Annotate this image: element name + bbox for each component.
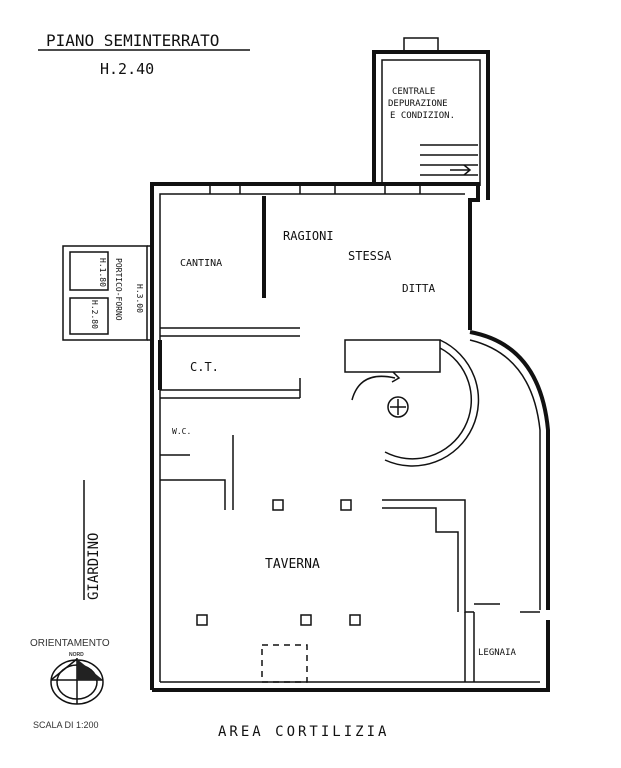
label-area-cortilizia: AREA CORTILIZIA xyxy=(218,724,389,740)
room-ct: C.T. xyxy=(190,360,219,374)
north-label: NORD xyxy=(69,652,84,658)
orientation-legend: ORIENTAMENTO NORD SCALA DI 1:200 xyxy=(30,638,110,730)
spiral-stair xyxy=(344,339,480,467)
label-giardino: GIARDINO xyxy=(86,533,102,600)
scale-label: SCALA DI 1:200 xyxy=(33,720,99,730)
portico-h300: H.3.00 xyxy=(135,284,144,313)
plant-label-2: DEPURAZIONE xyxy=(388,99,448,109)
pillars xyxy=(196,499,361,683)
plan-title: PIANO SEMINTERRATO xyxy=(46,31,219,50)
room-taverna: TAVERNA xyxy=(265,557,320,572)
room-wc: W.C. xyxy=(172,427,191,436)
portico-h280: H.2.80 xyxy=(90,300,99,329)
room-ragioni: RAGIONI xyxy=(283,229,334,243)
building-walls xyxy=(150,182,550,692)
portico-forno: H.1.80 H.2.80 PORTICO-FORNO H.3.00 xyxy=(62,245,152,341)
compass-icon xyxy=(50,658,104,705)
plant-room: CENTRALE DEPURAZIONE E CONDIZION. xyxy=(372,37,490,200)
room-cantina: CANTINA xyxy=(180,258,222,269)
plant-label-3: E CONDIZION. xyxy=(390,111,455,121)
room-legnaia: LEGNAIA xyxy=(478,648,517,658)
portico-h180: H.1.80 xyxy=(98,258,107,287)
portico-label: PORTICO-FORNO xyxy=(114,258,123,321)
room-ditta: DITTA xyxy=(402,282,435,295)
orientation-label: ORIENTAMENTO xyxy=(30,638,110,649)
room-stessa: STESSA xyxy=(348,249,392,263)
plant-label-1: CENTRALE xyxy=(392,87,435,97)
plan-height: H.2.40 xyxy=(100,60,154,78)
